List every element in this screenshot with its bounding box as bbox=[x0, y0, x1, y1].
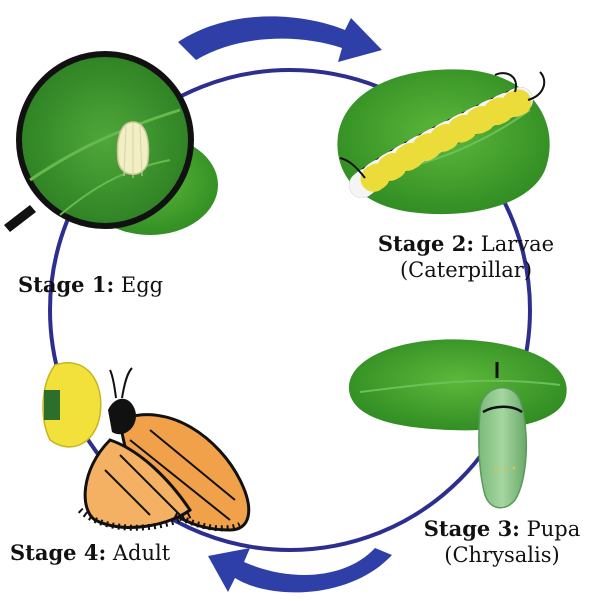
egg-illustration bbox=[4, 54, 218, 235]
egg-shape bbox=[118, 122, 149, 178]
stage-2-subtitle: (Caterpillar) bbox=[366, 257, 566, 283]
butterfly-illustration bbox=[43, 363, 249, 530]
stage-3-label: Stage 3: Pupa (Chrysalis) bbox=[408, 516, 596, 568]
stage-3-name: Pupa bbox=[527, 517, 581, 541]
magnifier-handle bbox=[4, 205, 36, 232]
chrysalis-shape bbox=[479, 388, 526, 508]
stage-1-title: Stage 1: bbox=[18, 272, 114, 297]
cycle-arrow-top bbox=[178, 16, 382, 62]
stage-3-title: Stage 3: bbox=[424, 516, 520, 541]
cycle-arrow-bottom bbox=[208, 548, 392, 592]
stage-2-name: Larvae bbox=[481, 232, 554, 256]
stage-4-label: Stage 4: Adult bbox=[10, 540, 170, 566]
stage-1-label: Stage 1: Egg bbox=[18, 272, 163, 298]
stage-1-name: Egg bbox=[121, 273, 163, 297]
butterfly-wings bbox=[80, 415, 249, 530]
caterpillar-illustration bbox=[337, 69, 549, 214]
empty-chrysalis bbox=[43, 363, 101, 447]
stage-2-label: Stage 2: Larvae (Caterpillar) bbox=[366, 231, 566, 283]
stage-3-subtitle: (Chrysalis) bbox=[408, 542, 596, 568]
stage-2-title: Stage 2: bbox=[378, 231, 474, 256]
butterfly-body bbox=[108, 368, 136, 434]
stage-4-name: Adult bbox=[113, 541, 170, 565]
stage-4-title: Stage 4: bbox=[10, 540, 106, 565]
